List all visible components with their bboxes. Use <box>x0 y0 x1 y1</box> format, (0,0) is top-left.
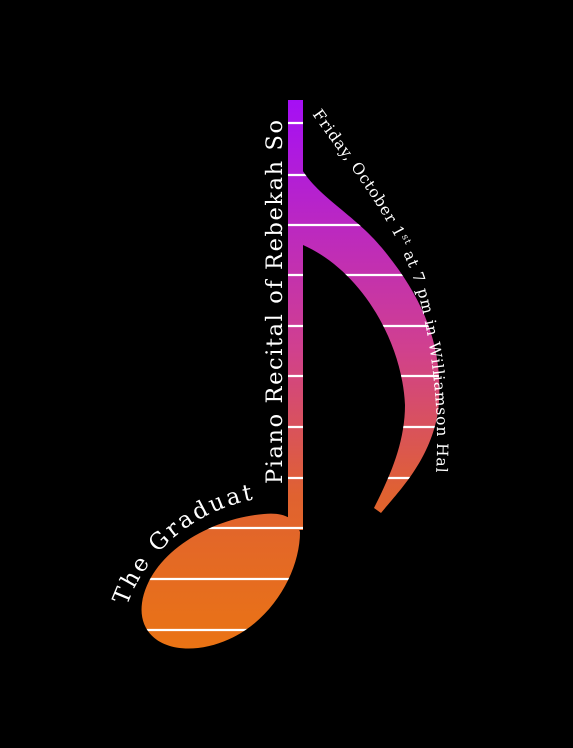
note-stem <box>288 100 303 530</box>
details-venue: at 7 pm in Williamson Hall <box>0 0 451 474</box>
details-superscript: st <box>399 233 413 247</box>
eighth-note-icon <box>141 100 440 649</box>
note-flag <box>300 166 440 513</box>
note-head <box>141 513 300 649</box>
event-details: Friday, October 1st at 7 pm in Williamso… <box>0 0 451 474</box>
arc-title: The Graduate <box>0 0 257 608</box>
main-title: Piano Recital of Rebekah So <box>262 118 288 484</box>
